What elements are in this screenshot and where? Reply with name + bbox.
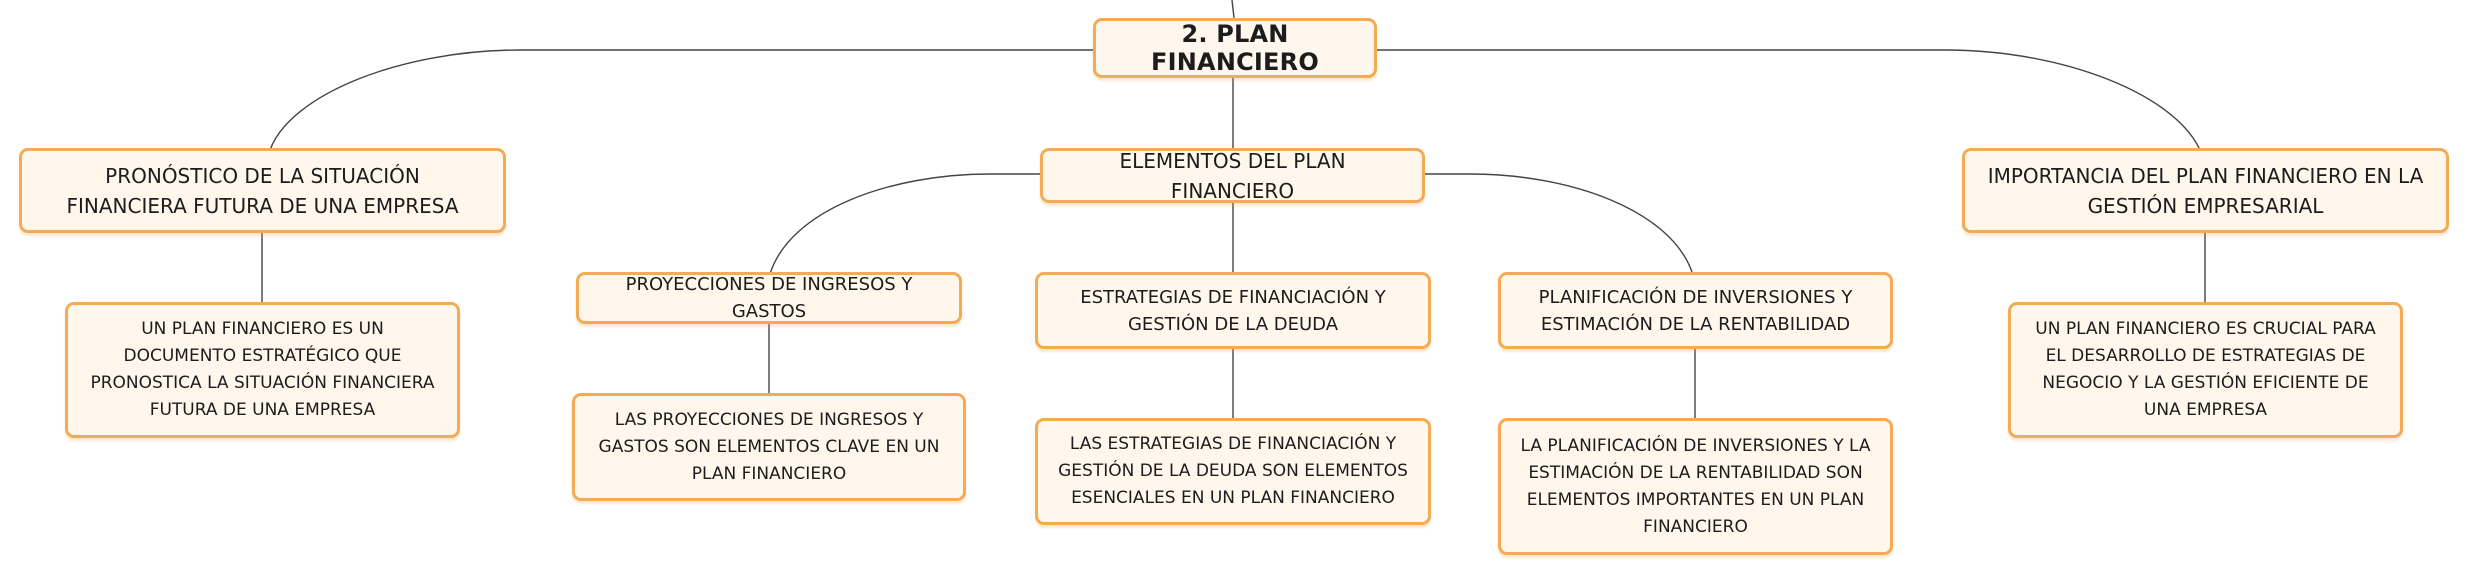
- connector-root-importance: [1377, 49, 2201, 151]
- root-topic-label: 2. PLAN FINANCIERO: [1151, 20, 1319, 76]
- connector-elements-projections: [769, 173, 1040, 275]
- topic-forecast-detail[interactable]: UN PLAN FINANCIERO ES UN DOCUMENTO ESTRA…: [65, 302, 460, 438]
- topic-importance-detail[interactable]: UN PLAN FINANCIERO ES CRUCIAL PARA EL DE…: [2008, 302, 2403, 438]
- topic-importance[interactable]: IMPORTANCIA DEL PLAN FINANCIERO EN LA GE…: [1962, 148, 2449, 233]
- topic-planning-label: PLANIFICACIÓN DE INVERSIONES Y ESTIMACIÓ…: [1538, 286, 1853, 335]
- topic-projections[interactable]: PROYECCIONES DE INGRESOS Y GASTOS: [576, 272, 962, 324]
- topic-projections-detail[interactable]: LAS PROYECCIONES DE INGRESOS Y GASTOS SO…: [572, 393, 966, 501]
- topic-strategies-label: ESTRATEGIAS DE FINANCIACIÓN Y GESTIÓN DE…: [1080, 286, 1386, 335]
- topic-strategies[interactable]: ESTRATEGIAS DE FINANCIACIÓN Y GESTIÓN DE…: [1035, 272, 1431, 349]
- topic-forecast-detail-label: UN PLAN FINANCIERO ES UN DOCUMENTO ESTRA…: [90, 319, 435, 420]
- topic-importance-detail-label: UN PLAN FINANCIERO ES CRUCIAL PARA EL DE…: [2035, 319, 2376, 420]
- connector-parent-root: [1231, 0, 1235, 19]
- topic-strategies-detail[interactable]: LAS ESTRATEGIAS DE FINANCIACIÓN Y GESTIÓ…: [1035, 418, 1431, 525]
- topic-elements-label: ELEMENTOS DEL PLAN FINANCIERO: [1119, 148, 1346, 203]
- topic-elements[interactable]: ELEMENTOS DEL PLAN FINANCIERO: [1040, 148, 1425, 203]
- topic-forecast-label: PRONÓSTICO DE LA SITUACIÓN FINANCIERA FU…: [66, 163, 459, 218]
- topic-strategies-detail-label: LAS ESTRATEGIAS DE FINANCIACIÓN Y GESTIÓ…: [1058, 434, 1408, 508]
- topic-projections-label: PROYECCIONES DE INGRESOS Y GASTOS: [625, 274, 913, 322]
- topic-planning[interactable]: PLANIFICACIÓN DE INVERSIONES Y ESTIMACIÓ…: [1498, 272, 1893, 349]
- topic-importance-label: IMPORTANCIA DEL PLAN FINANCIERO EN LA GE…: [1987, 163, 2424, 218]
- connector-root-forecast: [269, 49, 1093, 151]
- topic-planning-detail[interactable]: LA PLANIFICACIÓN DE INVERSIONES Y LA EST…: [1498, 418, 1893, 555]
- connector-elements-planning: [1425, 173, 1693, 273]
- topic-planning-detail-label: LA PLANIFICACIÓN DE INVERSIONES Y LA EST…: [1520, 435, 1871, 537]
- root-topic[interactable]: 2. PLAN FINANCIERO: [1093, 18, 1377, 78]
- topic-projections-detail-label: LAS PROYECCIONES DE INGRESOS Y GASTOS SO…: [598, 409, 940, 484]
- topic-forecast[interactable]: PRONÓSTICO DE LA SITUACIÓN FINANCIERA FU…: [19, 148, 506, 233]
